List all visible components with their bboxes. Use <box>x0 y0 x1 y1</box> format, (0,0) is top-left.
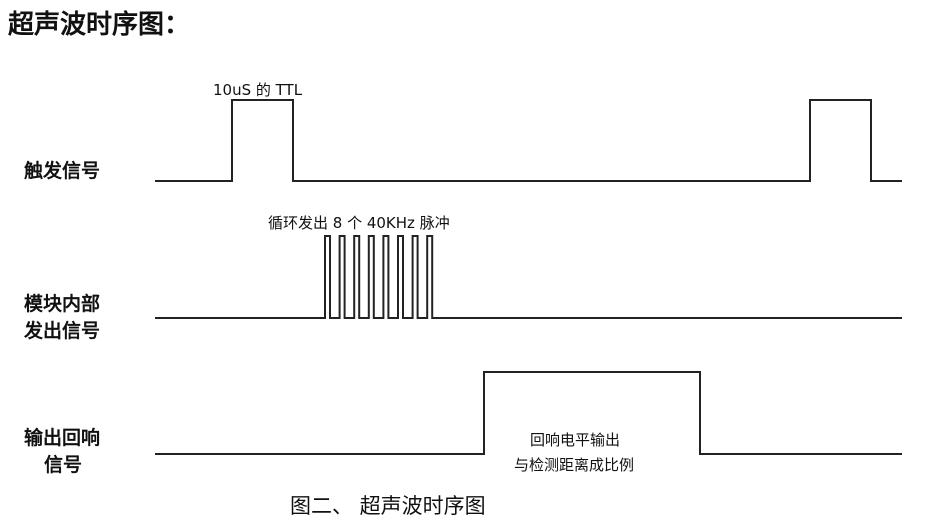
label-module-signal-line2: 发出信号 <box>23 319 100 342</box>
figure-caption: 图二、 超声波时序图 <box>290 494 486 518</box>
label-echo-signal-line2: 信号 <box>44 453 82 476</box>
trigger-waveform <box>155 99 902 182</box>
echo-waveform <box>155 371 902 455</box>
label-echo-signal-line1: 输出回响 <box>24 426 100 449</box>
diagram-title: 超声波时序图： <box>8 9 190 40</box>
annotation-burst: 循环发出 8 个 40KHz 脉冲 <box>268 214 450 232</box>
label-trigger-signal: 触发信号 <box>24 159 100 182</box>
annotation-echo-line2: 与检测距离成比例 <box>514 456 634 474</box>
annotation-echo-line1: 回响电平输出 <box>530 431 620 449</box>
label-module-signal-line1: 模块内部 <box>24 292 100 315</box>
burst-waveform <box>155 235 902 319</box>
annotation-trigger-pulse: 10uS 的 TTL <box>213 81 303 99</box>
